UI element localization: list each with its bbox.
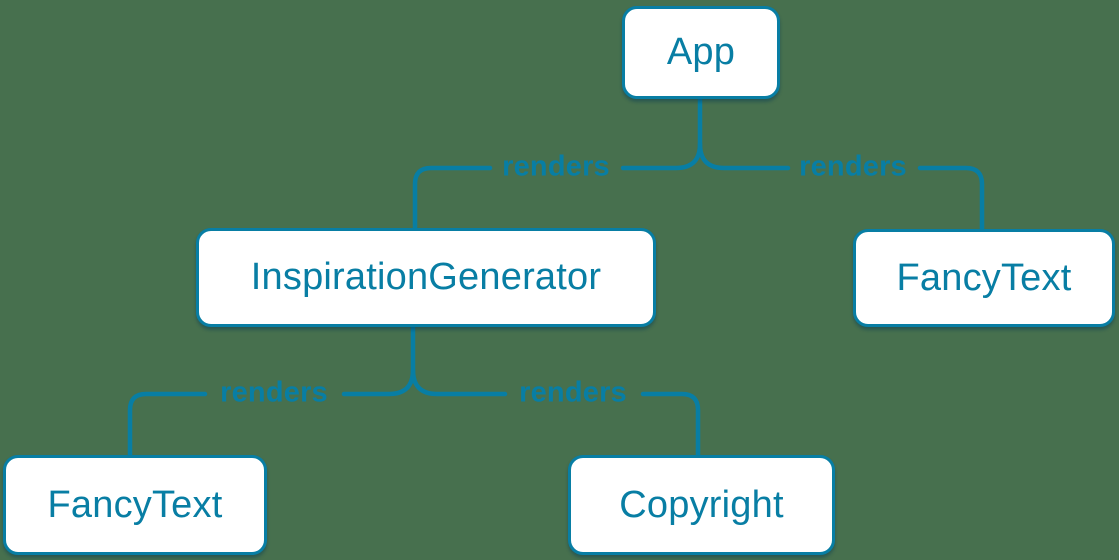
node-fancy-text-top-label: FancyText [896,256,1072,299]
node-app-label: App [666,31,736,73]
node-inspiration-generator-label: InspirationGenerator [250,256,602,298]
edge-label-renders-inspirationgenerator-copyright: renders [519,376,627,409]
edge-label-renders-app-fancytext: renders [799,150,907,183]
edge-label-renders-app-inspirationgenerator: renders [502,150,610,183]
edge-app-fancytext [697,141,985,232]
node-fancy-text-bottom-label: FancyText [47,483,223,526]
node-inspiration-generator: InspirationGenerator [196,228,656,327]
node-app: App [622,6,780,99]
node-copyright: Copyright [568,455,835,555]
edge-label-renders-inspirationgenerator-fancytext: renders [220,376,328,409]
node-copyright-label: Copyright [619,483,784,526]
node-fancy-text-top: FancyText [853,229,1115,327]
node-fancy-text-bottom: FancyText [3,455,267,555]
edge-inspirationgenerator-copyright [410,367,701,458]
